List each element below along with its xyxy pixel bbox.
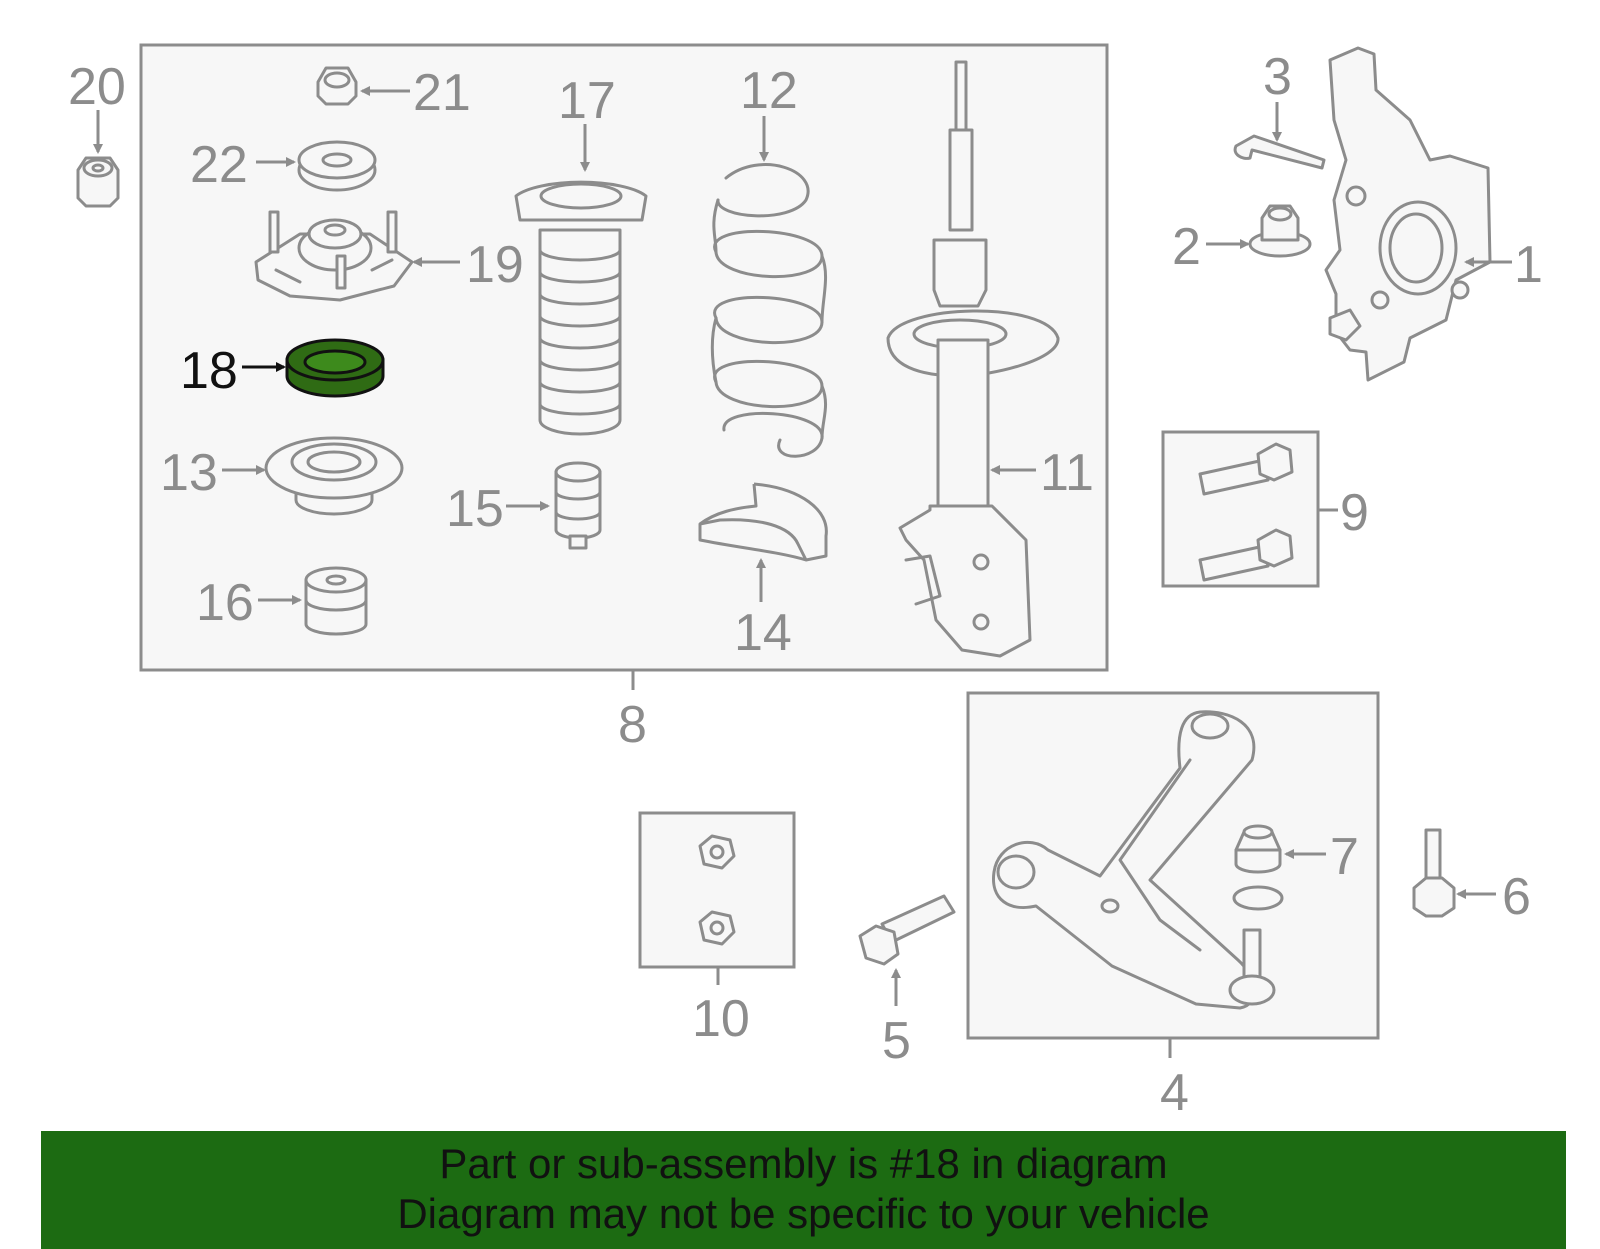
cotter-pin-3-drawing — [1233, 134, 1326, 170]
callout-11[interactable]: 11 — [1040, 444, 1094, 502]
coil-spring-12-drawing — [710, 163, 828, 458]
bolt-6-drawing — [1412, 828, 1456, 918]
callout-20[interactable]: 20 — [68, 58, 126, 116]
callout-13[interactable]: 13 — [160, 444, 218, 502]
nut-2-drawing — [1248, 204, 1312, 258]
callout-1[interactable]: 1 — [1514, 236, 1543, 294]
strut-11-drawing — [886, 60, 1060, 658]
banner-line-part: Part or sub-assembly is #18 in diagram — [439, 1140, 1168, 1187]
callout-7[interactable]: 7 — [1330, 828, 1359, 886]
callout-18[interactable]: 18 — [180, 342, 238, 400]
nuts-10-drawing — [698, 834, 736, 946]
callout-17[interactable]: 17 — [558, 72, 616, 130]
banner-line-disclaimer: Diagram may not be specific to your vehi… — [397, 1190, 1210, 1237]
callout-8[interactable]: 8 — [618, 696, 647, 754]
nut-21-drawing — [316, 66, 358, 106]
steering-knuckle-1-drawing — [1324, 46, 1492, 382]
callout-16[interactable]: 16 — [196, 574, 254, 632]
bearing-18-drawing — [285, 338, 385, 398]
callout-6[interactable]: 6 — [1502, 868, 1531, 926]
control-arm-4-drawing — [992, 710, 1276, 1010]
callout-19[interactable]: 19 — [466, 236, 524, 294]
callout-21[interactable]: 21 — [413, 64, 471, 122]
bump-stop-15-drawing — [554, 461, 602, 550]
callout-12[interactable]: 12 — [740, 62, 798, 120]
bump-stop-16-drawing — [304, 566, 368, 636]
bolt-5-drawing — [858, 894, 956, 966]
nut-20-drawing — [76, 156, 120, 208]
callout-5[interactable]: 5 — [882, 1012, 911, 1070]
callout-2[interactable]: 2 — [1172, 218, 1201, 276]
callout-4[interactable]: 4 — [1160, 1064, 1189, 1122]
bushing-7-drawing — [1232, 824, 1284, 911]
callout-15[interactable]: 15 — [446, 480, 504, 538]
spring-seat-13-drawing — [264, 436, 404, 516]
callout-22[interactable]: 22 — [190, 136, 248, 194]
washer-22-drawing — [297, 140, 377, 192]
callout-3[interactable]: 3 — [1263, 48, 1292, 106]
callout-10[interactable]: 10 — [692, 990, 750, 1048]
dust-boot-17-drawing — [514, 180, 648, 436]
bolts-9-drawing — [1198, 442, 1294, 582]
callout-14[interactable]: 14 — [734, 604, 792, 662]
spring-insulator-14-drawing — [698, 482, 828, 562]
strut-mount-19-drawing — [254, 210, 414, 302]
part-info-banner: Part or sub-assembly is #18 in diagram D… — [41, 1131, 1566, 1249]
parts-diagram: 20 21 22 19 18 13 16 17 15 12 14 11 8 3 … — [68, 43, 1543, 1122]
callout-9[interactable]: 9 — [1340, 484, 1369, 542]
